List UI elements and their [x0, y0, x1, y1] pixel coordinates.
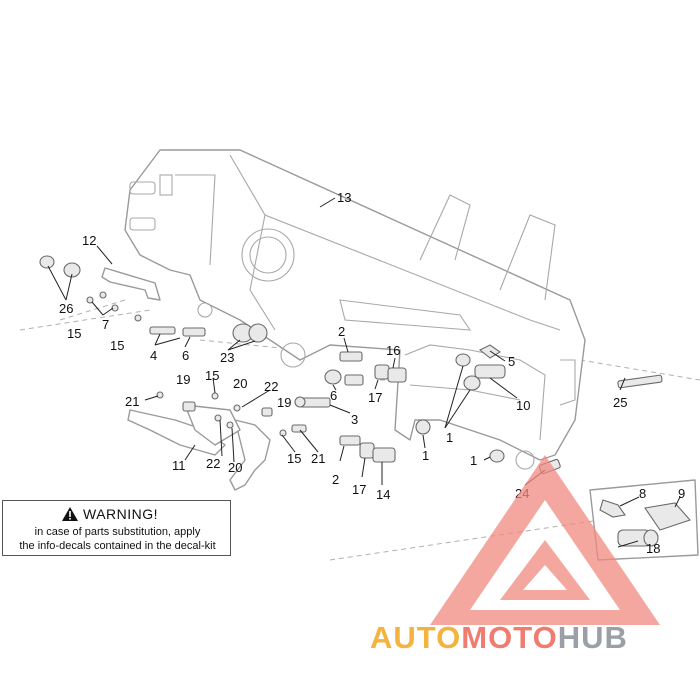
callout-2: 2 [332, 472, 339, 487]
callout-15: 15 [287, 451, 301, 466]
callout-13: 13 [337, 190, 351, 205]
callout-15: 15 [67, 326, 81, 341]
callout-19: 19 [277, 395, 291, 410]
callout-21: 21 [311, 451, 325, 466]
warning-title: WARNING! [83, 506, 159, 522]
callout-20: 20 [228, 460, 242, 475]
warning-notice: WARNING! in case of parts substitution, … [2, 500, 231, 556]
warning-line-2: the info-decals contained in the decal-k… [19, 540, 216, 552]
callout-15: 15 [110, 338, 124, 353]
warning-line-1: in case of parts substitution, apply [34, 526, 201, 538]
watermark-text: AUTOMOTOHUB [370, 620, 628, 656]
left-bracket [127, 404, 271, 491]
callout-7: 7 [102, 317, 109, 332]
callout-9: 9 [678, 486, 685, 501]
callout-22: 22 [264, 379, 278, 394]
callout-labels: 13 12 26 15 7 15 4 6 23 2 16 5 21 19 15 … [59, 190, 685, 556]
watermark-part-hub: HUB [557, 620, 628, 655]
callout-15: 15 [205, 368, 219, 383]
callout-19: 19 [176, 372, 190, 387]
callout-12: 12 [82, 233, 96, 248]
warning-icon [62, 507, 78, 521]
callout-1: 1 [446, 430, 453, 445]
callout-8: 8 [639, 486, 646, 501]
callout-5: 5 [508, 354, 515, 369]
callout-6: 6 [182, 348, 189, 363]
inset-box [589, 479, 699, 561]
callout-26: 26 [59, 301, 73, 316]
callout-6: 6 [330, 388, 337, 403]
callout-1: 1 [470, 453, 477, 468]
callout-10: 10 [516, 398, 530, 413]
callout-22: 22 [206, 456, 220, 471]
callout-4: 4 [150, 348, 157, 363]
callout-18: 18 [646, 541, 660, 556]
callout-17: 17 [352, 482, 366, 497]
watermark-part-auto: AUTO [370, 620, 462, 655]
callout-21: 21 [125, 394, 139, 409]
callout-3: 3 [351, 412, 358, 427]
callout-11: 11 [172, 458, 186, 473]
watermark-logo [430, 455, 660, 625]
callout-25: 25 [613, 395, 627, 410]
callout-23: 23 [220, 350, 234, 365]
callout-16: 16 [386, 343, 400, 358]
callout-1: 1 [422, 448, 429, 463]
callout-2: 2 [338, 324, 345, 339]
top-left-bracket [101, 267, 161, 301]
callout-17: 17 [368, 390, 382, 405]
callout-14: 14 [376, 487, 390, 502]
hardware-parts [39, 255, 663, 475]
callout-20: 20 [233, 376, 247, 391]
watermark-part-moto: MOTO [461, 620, 558, 655]
